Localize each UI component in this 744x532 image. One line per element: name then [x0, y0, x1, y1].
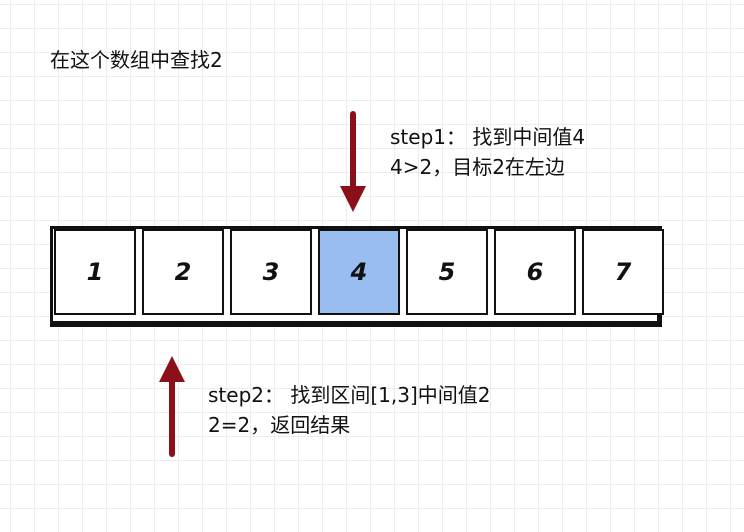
step2-arrow-head: [159, 356, 185, 382]
array-cell-5: 5: [406, 229, 488, 315]
array-cell-6: 6: [494, 229, 576, 315]
step2-result: 2=2，返回结果: [208, 413, 351, 437]
step1-arrow-head: [340, 186, 366, 212]
array-cell-2: 2: [142, 229, 224, 315]
step2-arrow: [159, 356, 185, 457]
step1-label: step1： 找到中间值4: [390, 125, 586, 149]
diagram-title: 在这个数组中查找2: [50, 48, 223, 72]
step1-arrow: [340, 111, 366, 212]
step2-label: step2： 找到区间[1,3]中间值2: [208, 383, 491, 407]
array-cell-4: 4: [318, 229, 400, 315]
array-cell-7: 7: [582, 229, 664, 315]
array-box: 1 2 3 4 5 6 7: [50, 226, 664, 327]
step1-comparison: 4>2，目标2在左边: [390, 155, 565, 179]
array-cell-3: 3: [230, 229, 312, 315]
array-cell-1: 1: [54, 229, 136, 315]
